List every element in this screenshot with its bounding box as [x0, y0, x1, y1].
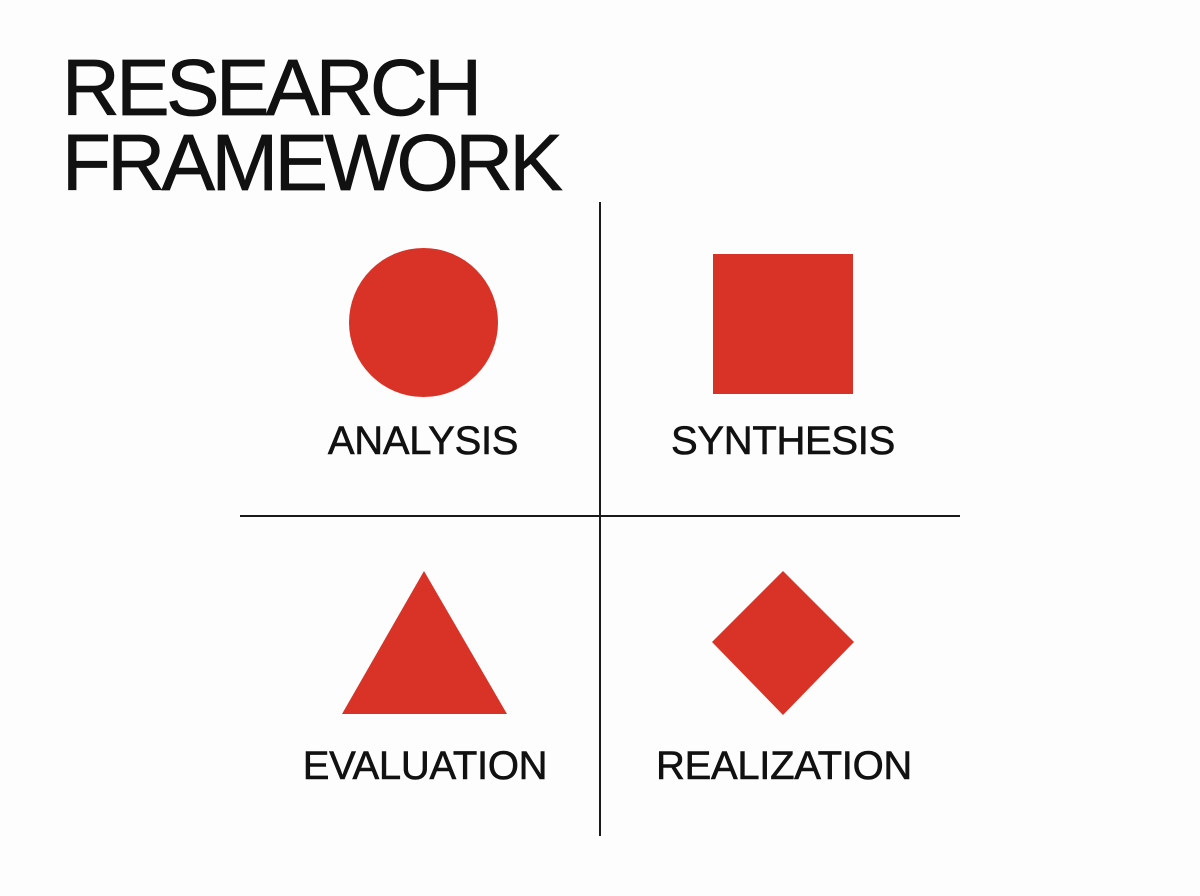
triangle-icon: [342, 571, 507, 714]
quadrant-evaluation: EVALUATION: [245, 535, 605, 835]
square-icon: [713, 254, 853, 394]
title-line-1: RESEARCH: [62, 43, 483, 132]
title-line-2: FRAMEWORK: [62, 118, 564, 207]
diagram-title: RESEARCH FRAMEWORK: [62, 43, 564, 207]
circle-icon: [349, 248, 498, 397]
quadrant-label-realization: REALIZATION: [656, 744, 913, 788]
quadrant-realization: REALIZATION: [604, 535, 964, 835]
quadrant-label-synthesis: SYNTHESIS: [670, 419, 896, 463]
quadrant-synthesis: SYNTHESIS: [603, 210, 963, 510]
quadrant-analysis: ANALYSIS: [243, 210, 603, 510]
horizontal-divider: [240, 515, 960, 517]
diamond-icon: [712, 571, 854, 715]
quadrant-label-evaluation: EVALUATION: [302, 744, 548, 788]
vertical-divider: [599, 202, 601, 836]
quadrant-label-analysis: ANALYSIS: [327, 419, 519, 463]
